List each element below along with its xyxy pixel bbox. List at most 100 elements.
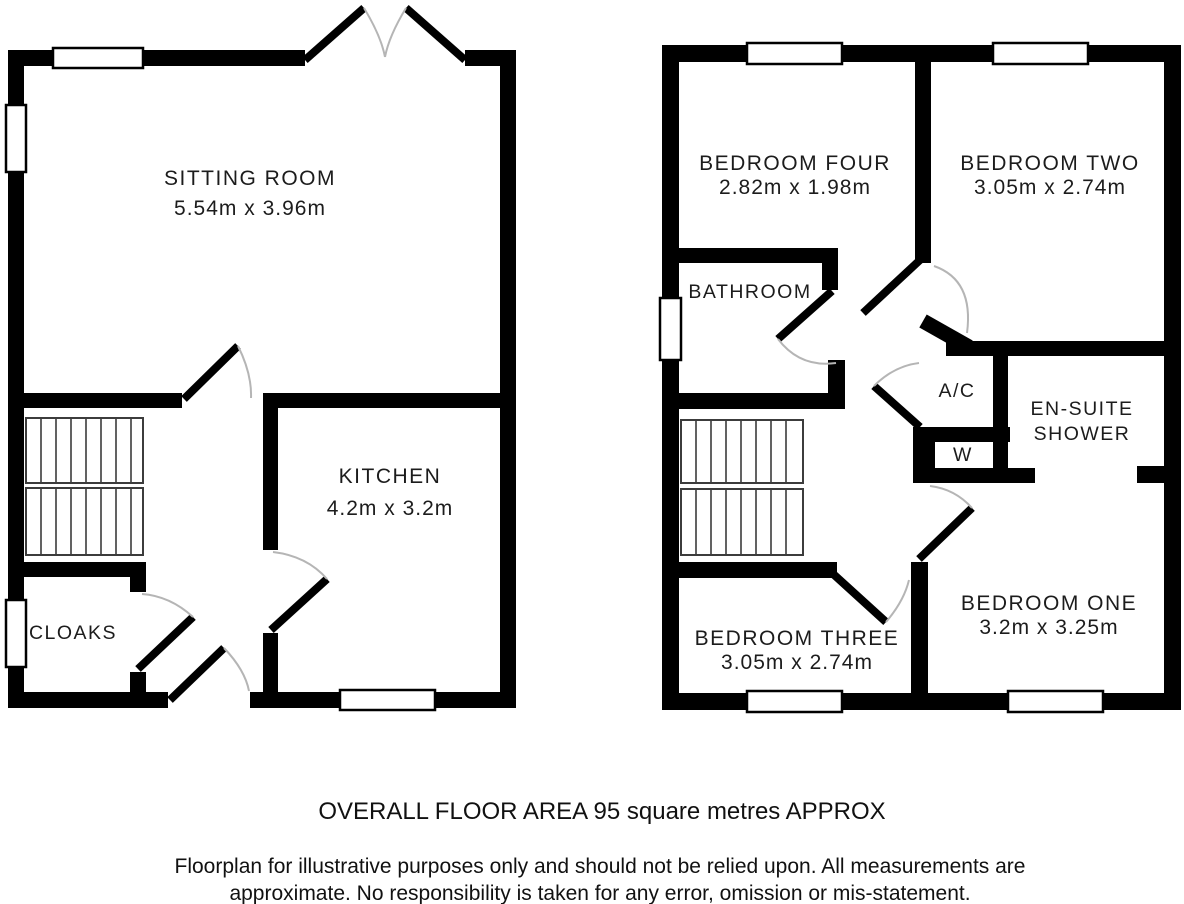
wall-segment <box>263 393 500 408</box>
door-swing-arc <box>141 593 194 618</box>
sitting-room-door <box>181 343 253 402</box>
door-swing-arc <box>929 485 973 509</box>
disclaimer-line-2: approximate. No responsibility is taken … <box>229 882 970 904</box>
wall-segment <box>993 356 1008 470</box>
window <box>745 41 844 66</box>
stair-flight <box>680 488 804 556</box>
wall-segment <box>946 341 1164 356</box>
wall-segment <box>679 562 837 578</box>
door-swing-arc <box>933 265 969 334</box>
door-swing-arc <box>885 579 910 623</box>
stair-treads <box>40 489 132 554</box>
stair-flight <box>680 419 804 484</box>
wall-segment <box>263 633 278 692</box>
door-swing-arc <box>873 362 920 387</box>
bedroom-three-door <box>828 569 910 625</box>
wall-segment <box>130 562 146 592</box>
ground-floor-walls <box>8 50 516 708</box>
kitchen-dims: 4.2m x 3.2m <box>327 497 454 520</box>
door-swing-arc <box>777 338 837 365</box>
wall-segment <box>913 427 1010 442</box>
wall-segment <box>662 45 679 710</box>
door-swing-arc <box>363 7 386 58</box>
wall-segment <box>8 692 168 708</box>
bedroom-four-dims: 2.82m x 1.98m <box>719 176 871 199</box>
bedroom-one-door <box>916 485 975 562</box>
wall-segment <box>24 393 182 408</box>
window <box>4 103 28 174</box>
door-leaf <box>135 614 196 672</box>
door-leaf <box>268 576 330 633</box>
bedroom-two-door <box>860 257 969 334</box>
cloaks-door <box>135 593 196 672</box>
bedroom-four-label: BEDROOM FOUR <box>699 152 891 175</box>
bedroom-two-dims: 3.05m x 2.74m <box>974 176 1126 199</box>
window <box>51 46 145 70</box>
stair-treads <box>695 490 787 554</box>
door-swing-arc <box>272 551 328 580</box>
window <box>658 296 683 362</box>
bedroom-one-dims: 3.2m x 3.25m <box>979 616 1118 639</box>
front-door <box>167 645 250 703</box>
door-swing-arc <box>237 345 253 399</box>
stair-flight <box>25 417 144 484</box>
door-leaf <box>916 505 975 562</box>
stair-treads <box>40 419 132 482</box>
wall-segment <box>263 393 278 550</box>
window <box>338 688 437 712</box>
airing-cupboard-label: A/C <box>938 380 975 402</box>
wardrobe-label: W <box>953 444 973 466</box>
bathroom-door <box>775 288 837 365</box>
wall-segment <box>662 45 1181 62</box>
window <box>1006 689 1105 714</box>
wall-segment <box>130 672 146 692</box>
wall-segment <box>8 50 24 708</box>
wall-segment <box>1164 45 1181 710</box>
door-swing-arc <box>384 7 407 58</box>
ensuite-label-line2: SHOWER <box>1034 423 1131 445</box>
wall-segment <box>915 62 931 263</box>
door-leaf <box>828 569 889 625</box>
window <box>991 41 1090 66</box>
french-doors <box>302 4 468 64</box>
door-leaf <box>181 343 241 402</box>
door-leaf <box>775 288 835 342</box>
overall-floor-area-text: OVERALL FLOOR AREA 95 square metres APPR… <box>318 798 885 825</box>
door-leaf <box>403 4 468 64</box>
first-floor-plan: BEDROOM FOUR 2.82m x 1.98m BEDROOM TWO 3… <box>658 41 1181 714</box>
door-leaf <box>302 4 367 64</box>
ensuite-label-line1: EN-SUITE <box>1030 398 1133 420</box>
wall-segment <box>822 263 838 290</box>
staircase-first <box>680 419 804 556</box>
stair-treads <box>695 421 787 482</box>
bedroom-two-label: BEDROOM TWO <box>960 152 1139 175</box>
kitchen-door <box>268 551 330 633</box>
disclaimer-line-1: Floorplan for illustrative purposes only… <box>175 855 1026 878</box>
door-leaf <box>860 257 923 316</box>
wall-segment <box>1137 466 1164 483</box>
door-swing-arc <box>223 647 250 692</box>
door-leaf <box>871 383 923 430</box>
sitting-room-label: SITTING ROOM <box>164 167 336 190</box>
wall-segment <box>913 468 1035 483</box>
window <box>4 598 28 669</box>
staircase-ground <box>25 417 144 556</box>
cloaks-label: CLOAKS <box>29 622 117 644</box>
window <box>745 689 844 714</box>
bedroom-three-label: BEDROOM THREE <box>695 627 900 650</box>
stair-flight <box>25 487 144 556</box>
bathroom-label: BATHROOM <box>688 281 811 303</box>
wall-segment <box>500 50 516 708</box>
airing-cupboard-door <box>871 362 923 430</box>
ground-floor-plan: SITTING ROOM 5.54m x 3.96m KITCHEN 4.2m … <box>4 4 516 712</box>
door-leaf <box>167 645 227 703</box>
footer-text: OVERALL FLOOR AREA 95 square metres APPR… <box>175 798 1026 904</box>
wall-segment <box>911 562 928 710</box>
kitchen-label: KITCHEN <box>339 465 442 488</box>
wall-segment <box>828 360 845 393</box>
wall-segment <box>24 562 146 577</box>
bedroom-three-dims: 3.05m x 2.74m <box>721 651 873 674</box>
bedroom-one-label: BEDROOM ONE <box>961 592 1137 615</box>
